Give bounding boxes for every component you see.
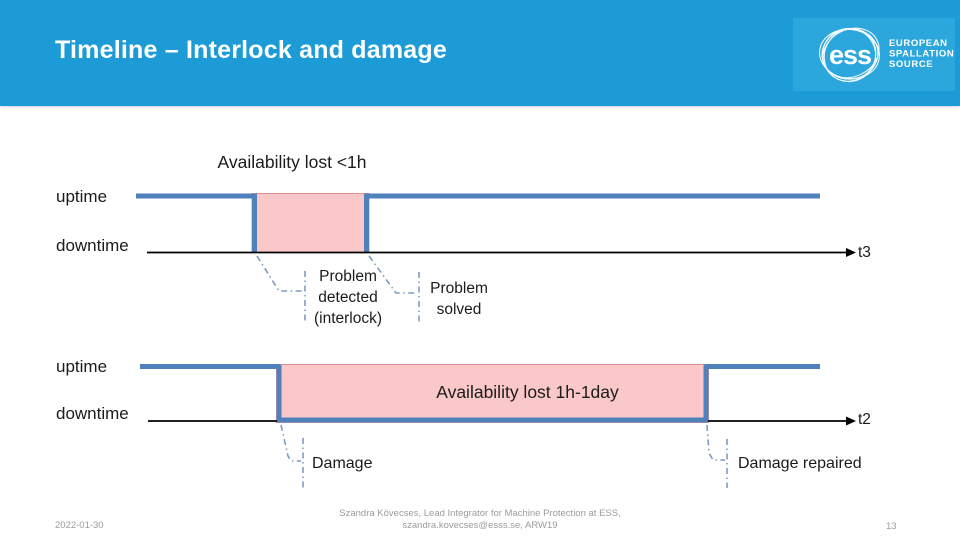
downtime-label-2: downtime: [56, 404, 129, 423]
ess-logo-text-source: SOURCE: [889, 59, 933, 70]
time-axis-1-label: t3: [858, 244, 871, 261]
callout-connector-damage: [280, 424, 301, 462]
uptime-label-1: uptime: [56, 187, 108, 206]
time-axis-2-arrowhead: [846, 416, 856, 426]
downtime-label-1: downtime: [56, 236, 129, 255]
footer-date: 2022-01-30: [55, 520, 104, 531]
time-axis-2-label: t2: [858, 411, 871, 428]
callout-connector-damage-repaired: [706, 424, 725, 461]
callout-connector-problem-detected: [256, 255, 303, 292]
footer-credit-line1: Szandra Kövecses, Lead Integrator for Ma…: [339, 508, 621, 519]
downtime-box-interlock: [251, 193, 370, 253]
downtime-box-damage: [276, 364, 709, 423]
uptime-label-2: uptime: [56, 357, 108, 376]
problem-solved-callout: Problem solved: [417, 278, 501, 320]
availability-lost-annotation-2: Availability lost 1h-1day: [436, 382, 619, 402]
availability-lost-annotation-1: Availability lost <1h: [217, 152, 367, 172]
ess-logo-text-european: EUROPEAN: [889, 38, 948, 49]
problem-detected-callout: Problem detected (interlock): [306, 266, 390, 329]
footer-credit: Szandra Kövecses, Lead Integrator for Ma…: [0, 508, 960, 532]
ess-logo-scribble-circle: [819, 27, 880, 83]
slide-header: Timeline – Interlock and damage ess EURO…: [0, 0, 960, 106]
problem-detected-line1: Problem: [319, 268, 377, 285]
callout-connector-problem-solved: [368, 255, 417, 294]
problem-solved-line1: Problem: [430, 280, 488, 297]
problem-detected-line2: detected: [318, 289, 378, 306]
damage-callout-label: Damage: [312, 455, 373, 472]
damage-repaired-callout-label: Damage repaired: [738, 455, 862, 472]
slide-title: Timeline – Interlock and damage: [55, 36, 447, 64]
time-axis-1-arrowhead: [846, 248, 856, 257]
footer-page-number: 13: [886, 521, 897, 532]
ess-logo-text-spallation: SPALLATION: [889, 49, 954, 60]
problem-detected-line3: (interlock): [313, 310, 383, 327]
ess-logo-wordmark: ess: [829, 40, 871, 70]
footer-credit-line2: szandra.kovecses@esss.se, ARW19: [402, 520, 558, 531]
ess-logo: ess EUROPEAN SPALLATION SOURCE: [793, 18, 955, 91]
problem-solved-line2: solved: [436, 301, 482, 318]
